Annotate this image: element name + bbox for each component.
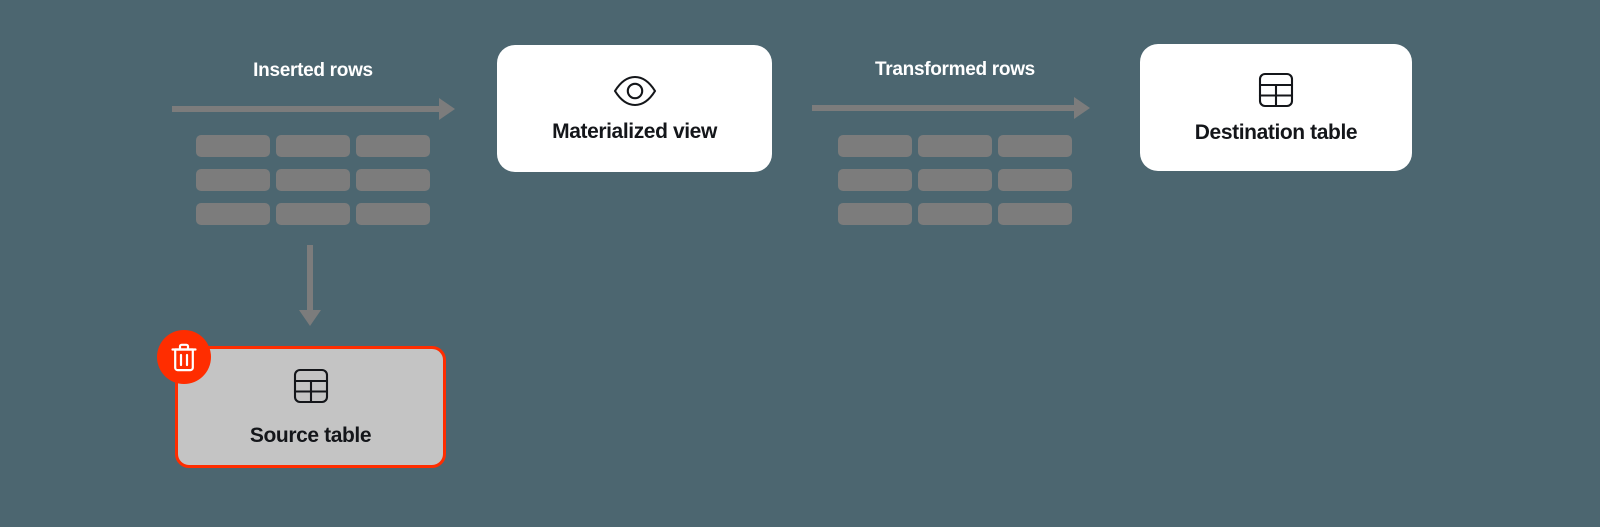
transformed-rows-grid [838, 135, 1072, 225]
row-block [918, 135, 992, 157]
arrow-head [299, 310, 321, 326]
materialized-view-card[interactable]: Materialized view [497, 45, 772, 172]
row-block [276, 203, 350, 225]
row-block [356, 169, 430, 191]
row-block [998, 169, 1072, 191]
row-block [998, 203, 1072, 225]
trash-icon [170, 342, 198, 372]
row-block [356, 135, 430, 157]
table-icon [1257, 71, 1295, 109]
transformed-rows-label: Transformed rows [875, 59, 1035, 80]
arrow-head [439, 98, 455, 120]
materialized-view-label: Materialized view [552, 119, 717, 143]
row-block [276, 135, 350, 157]
inserted-rows-label: Inserted rows [253, 60, 373, 81]
table-icon [292, 367, 330, 410]
row-block [918, 203, 992, 225]
row-block [918, 169, 992, 191]
destination-table-card[interactable]: Destination table [1140, 44, 1412, 171]
transformed-rows-arrow [812, 97, 1090, 119]
row-block [838, 203, 912, 225]
row-block [838, 135, 912, 157]
source-drop-connector [299, 245, 321, 326]
row-block [838, 169, 912, 191]
source-table-card[interactable]: Source table [175, 346, 446, 468]
row-block [356, 203, 430, 225]
inserted-rows-arrow [172, 98, 455, 120]
destination-table-label: Destination table [1194, 120, 1358, 144]
source-table-label: Source table [249, 423, 372, 447]
arrow-shaft [307, 245, 313, 311]
row-block [276, 169, 350, 191]
arrow-head [1074, 97, 1090, 119]
row-block [998, 135, 1072, 157]
eye-icon [612, 74, 658, 108]
row-block [196, 135, 270, 157]
arrow-shaft [812, 105, 1074, 111]
inserted-rows-grid [196, 135, 430, 225]
arrow-shaft [172, 106, 439, 112]
row-block [196, 203, 270, 225]
delete-source-table-badge[interactable] [157, 330, 211, 384]
row-block [196, 169, 270, 191]
